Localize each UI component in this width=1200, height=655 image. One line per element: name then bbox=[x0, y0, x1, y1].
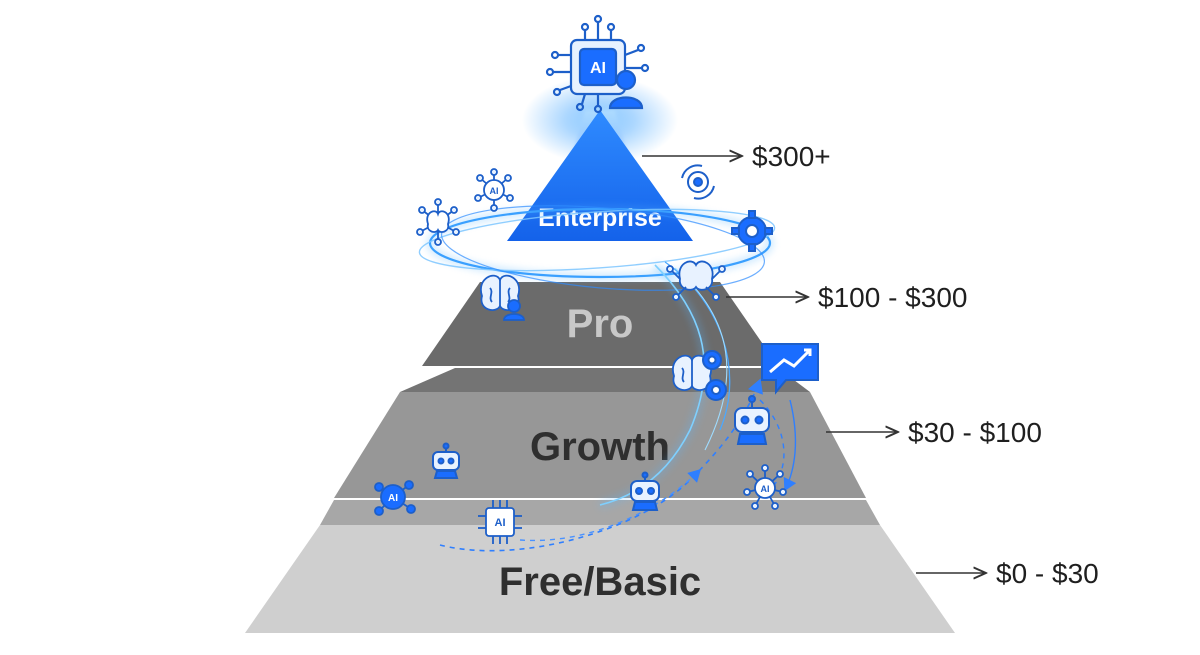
tier-free-basic: Free/Basic bbox=[245, 500, 955, 633]
gear-icon bbox=[681, 164, 773, 401]
price-pro: $100 - $300 bbox=[818, 282, 967, 313]
robot-icon bbox=[432, 395, 770, 511]
tier-free-basic-label: Free/Basic bbox=[499, 560, 701, 604]
svg-text:AI: AI bbox=[761, 484, 770, 494]
tier-pro-label: Pro bbox=[567, 302, 634, 346]
ai-chip-user-icon: AI bbox=[545, 14, 650, 114]
svg-text:AI: AI bbox=[388, 493, 398, 504]
tier-free-basic-shape bbox=[245, 525, 955, 633]
tier-growth-top-face bbox=[400, 368, 810, 392]
ai-chip-label: AI bbox=[590, 60, 606, 77]
orbit-rings bbox=[418, 205, 776, 291]
price-free-basic: $0 - $30 bbox=[996, 558, 1099, 589]
brain-icon bbox=[416, 198, 726, 391]
tier-free-basic-top-face bbox=[320, 500, 880, 525]
ai-network-icon: AI AI AI AI bbox=[374, 168, 787, 544]
svg-text:AI: AI bbox=[495, 517, 506, 529]
svg-text:AI: AI bbox=[490, 186, 499, 196]
price-annotations: $300+ $100 - $300 $30 - $100 $0 - $30 bbox=[642, 141, 1099, 589]
tier-growth: Growth bbox=[334, 368, 866, 498]
price-enterprise: $300+ bbox=[752, 141, 831, 172]
tier-growth-shape bbox=[334, 392, 866, 498]
price-growth: $30 - $100 bbox=[908, 417, 1042, 448]
chart-icon bbox=[761, 343, 819, 395]
tier-growth-label: Growth bbox=[530, 425, 670, 469]
tier-pro: Pro bbox=[422, 282, 778, 366]
